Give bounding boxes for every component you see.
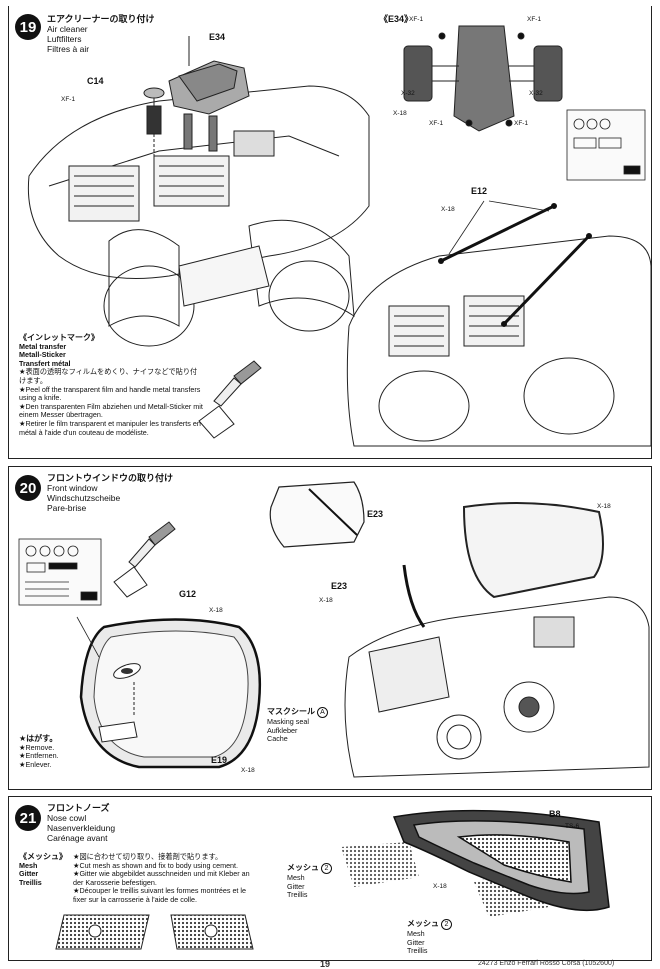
step-number: 21 — [15, 805, 41, 831]
mesh-fr-note: ★Découper le treillis suivant les formes… — [73, 886, 247, 904]
part-e34-label: E34 — [209, 32, 226, 42]
mesh-en-note: ★Cut mesh as shown and fix to body using… — [73, 860, 239, 870]
paint-x18-e12: X-18 — [441, 206, 455, 213]
title-de: Nasenverkleidung — [47, 823, 116, 833]
part-e23-top-label: E23 — [367, 509, 384, 519]
mesh-callout-upper: メッシュ 2 Mesh Gitter Treillis — [287, 863, 332, 900]
paint-xf1-bl: XF-1 — [429, 120, 444, 127]
remove-fr: ★Enlever. — [19, 759, 52, 769]
step-number: 20 — [15, 475, 41, 501]
mesh-title: 《メッシュ》 — [19, 852, 67, 861]
mask-jp: マスクシール — [267, 707, 315, 716]
mesh-number: 2 — [441, 919, 452, 930]
title-en: Air cleaner — [47, 24, 88, 34]
mesh-label-en: Mesh — [287, 873, 305, 882]
title-fr: Pare-brise — [47, 503, 87, 513]
remove-note: ★はがす。 ★Remove. ★Entfernen. ★Enlever. — [19, 734, 59, 769]
paint-x18-b8: X-18 — [433, 883, 447, 890]
mesh-label-de: Gitter — [287, 881, 305, 891]
title-fr: Filtres à air — [47, 44, 90, 54]
step-21-illustration — [55, 809, 610, 950]
footer-code: 24273 Enzo Ferrari Rosso Corsa (1052600) — [478, 960, 615, 967]
title-de: Luftfilters — [47, 34, 82, 44]
step-19-panel: 19 エアクリーナーの取り付け Air cleaner Luftfilters … — [8, 6, 652, 459]
masking-seal-note: マスクシール A Masking seal Aufkleber Cache — [267, 707, 328, 744]
paint-xf1-label: XF-1 — [61, 96, 76, 103]
paint-x18-e19: X-18 — [241, 767, 255, 774]
paint-ts6-label: TS-6 — [565, 823, 580, 830]
title-fr: Carénage avant — [47, 833, 108, 843]
mesh-de: Gitter — [19, 869, 39, 879]
inlet-mark-de-note: ★Den transparenten Film abziehen und Met… — [19, 401, 203, 420]
paint-x32-right: X-32 — [529, 90, 543, 97]
inlet-mark-title: 《インレットマーク》 — [19, 333, 99, 342]
paint-xf1-tl: XF-1 — [409, 16, 424, 23]
part-e23-label: E23 — [331, 581, 348, 591]
mesh-callout-lower: メッシュ 2 Mesh Gitter Treillis — [407, 919, 452, 956]
title-jp: エアクリーナーの取り付け — [47, 14, 155, 24]
mesh-label-en: Mesh — [407, 929, 425, 938]
mesh-fr: Treillis — [19, 877, 42, 887]
step-20-illustration — [18, 481, 650, 778]
remove-de: ★Entfernen. — [19, 751, 59, 761]
step-title: フロントノーズ Nose cowl Nasenverkleidung Carén… — [47, 803, 115, 843]
mask-en: Masking seal — [267, 717, 309, 726]
mask-fr: Cache — [267, 734, 288, 744]
mesh-jp-note: ★図に合わせて切り取り、接着剤で貼ります。 — [73, 852, 223, 861]
mesh-label-jp: メッシュ — [407, 919, 439, 928]
title-en: Front window — [47, 483, 98, 493]
inlet-mark-fr-note: ★Retirer le film transparent et manipule… — [19, 418, 201, 437]
mesh-number: 2 — [321, 863, 332, 874]
mesh-en: Mesh — [19, 860, 38, 870]
paint-x32-left: X-32 — [401, 90, 415, 97]
inlet-mark-en: Metal transfer — [19, 341, 67, 351]
paint-xf1-br: XF-1 — [514, 120, 529, 127]
paint-x18-g12: X-18 — [209, 607, 223, 614]
mask-mark: A — [317, 707, 328, 718]
inlet-mark-note: 《インレットマーク》 Metal transfer Metall-Sticker… — [19, 333, 204, 437]
title-de: Windschutzscheibe — [47, 493, 121, 503]
inlet-mark-de: Metall-Sticker — [19, 350, 66, 360]
paint-x18-e23: X-18 — [319, 597, 333, 604]
paint-xf1-tr: XF-1 — [527, 16, 542, 23]
title-en: Nose cowl — [47, 813, 87, 823]
step-19-illustration — [27, 25, 651, 447]
paint-x18-top: X-18 — [597, 503, 611, 510]
title-jp: フロントウインドウの取り付け — [47, 473, 174, 483]
inlet-mark-en-note: ★Peel off the transparent film and handl… — [19, 384, 201, 403]
part-b8-label: B8 — [549, 809, 561, 819]
remove-jp: ★はがす。 — [19, 734, 58, 743]
part-e12-label: E12 — [471, 186, 488, 196]
title-jp: フロントノーズ — [47, 803, 110, 813]
part-c14-label: C14 — [87, 76, 104, 86]
inlet-mark-fr: Transfert métal — [19, 358, 71, 368]
mesh-de-note: ★Gitter wie abgebildet ausschneiden und … — [73, 869, 250, 887]
mesh-note: 《メッシュ》 Mesh Gitter Treillis ★図に合わせて切り取り、… — [19, 852, 259, 905]
mesh-label-jp: メッシュ — [287, 863, 319, 872]
step-number: 19 — [15, 14, 41, 40]
mesh-label-de: Gitter — [407, 937, 425, 947]
inlet-mark-jp-note: ★表面の透明なフィルムをめくり、ナイフなどで貼り付けます。 — [19, 367, 198, 385]
part-e19-label: E19 — [211, 755, 228, 765]
step-21-panel: 21 フロントノーズ Nose cowl Nasenverkleidung Ca… — [8, 796, 652, 961]
mesh-label-fr: Treillis — [407, 946, 428, 956]
mask-de: Aufkleber — [267, 725, 298, 735]
remove-en: ★Remove. — [19, 742, 55, 752]
step-title: フロントウインドウの取り付け Front window Windschutzsc… — [47, 473, 173, 513]
paint-x18-e34: X-18 — [393, 110, 407, 117]
page-number: 19 — [320, 959, 331, 969]
step-title: エアクリーナーの取り付け Air cleaner Luftfilters Fil… — [47, 14, 155, 54]
part-g12-label: G12 — [179, 589, 197, 599]
mesh-label-fr: Treillis — [287, 890, 308, 900]
part-e34-box-label: 《E34》 — [379, 14, 414, 24]
step-20-panel: 20 フロントウインドウの取り付け Front window Windschut… — [8, 466, 652, 790]
